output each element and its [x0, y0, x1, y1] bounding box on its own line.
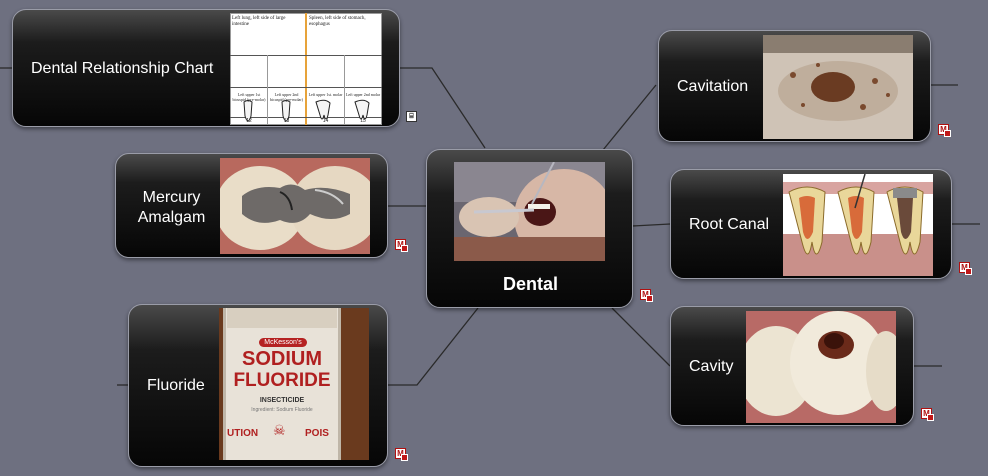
- tooth-name-12: Left upper 1st bicuspid (pre-molar): [232, 92, 266, 102]
- tooth-name-13: Left upper 2nd bicuspid (pre-molar): [270, 92, 303, 102]
- topic-label: Dental Relationship Chart: [31, 60, 214, 77]
- topic-cavity[interactable]: Cavity: [670, 306, 914, 426]
- topic-label: Mercury Amalgam: [137, 189, 206, 226]
- amalgam-filling-image: [220, 158, 370, 254]
- topic-mercury-amalgam[interactable]: Mercury Amalgam: [115, 153, 388, 258]
- can-sub: INSECTICIDE: [259, 397, 305, 404]
- can-warn-right: POIS: [305, 428, 329, 439]
- mindmap-file-icon[interactable]: M: [959, 262, 972, 275]
- topic-label: Fluoride: [147, 377, 205, 394]
- teeth-drawings: [243, 99, 370, 122]
- dentist-exam-image: [454, 162, 605, 261]
- central-topic-label: Dental: [502, 274, 558, 294]
- connector-central-chart: [400, 67, 486, 149]
- topic-dental-relationship-chart[interactable]: Dental Relationship Chart Left lung, lef…: [12, 9, 400, 127]
- tooth-name-15: Left upper 2nd molar: [345, 92, 381, 97]
- mindmap-file-icon[interactable]: M: [640, 289, 653, 302]
- can-brand: McKesson's: [259, 338, 307, 347]
- connector-central-rootcanal: [631, 223, 671, 227]
- calculator-icon[interactable]: ⌸: [406, 111, 417, 122]
- mindmap-file-icon[interactable]: M: [938, 124, 951, 137]
- cavitation-bone-image: [763, 35, 913, 139]
- can-small: Ingredient: Sodium Fluoride: [251, 407, 313, 413]
- connector-central-cavitation: [602, 84, 657, 151]
- skull-icon: ☠: [273, 422, 286, 438]
- mindmap-file-icon[interactable]: M: [395, 448, 408, 461]
- tooth-name-14: Left upper 1st. molar: [308, 92, 343, 97]
- topic-label: Root Canal: [689, 216, 770, 233]
- dental-chart-image: Left lung, left side of large intestine …: [230, 13, 382, 125]
- mindmap-file-icon[interactable]: M: [921, 408, 934, 421]
- can-line1: SODIUM: [242, 348, 322, 370]
- topic-label: Cavitation: [677, 78, 749, 95]
- tooth-number-15: 15: [360, 118, 366, 124]
- root-canal-diagram-image: [783, 174, 933, 276]
- can-line2: FLUORIDE: [233, 370, 331, 391]
- topic-fluoride[interactable]: Fluoride McKesson's SODIUM FLUORIDE INSE…: [128, 304, 388, 467]
- topic-label: Cavity: [689, 358, 734, 375]
- central-topic[interactable]: Dental: [426, 149, 633, 308]
- tooth-number-13: 13: [283, 118, 290, 124]
- tooth-number-14: 14: [322, 118, 329, 124]
- topic-cavitation[interactable]: Cavitation: [658, 30, 931, 142]
- can-warn-left: UTION: [227, 428, 259, 439]
- chart-header-1: Left lung, left side of large intestine: [232, 16, 286, 27]
- cavity-tooth-image: [746, 311, 896, 423]
- topic-root-canal[interactable]: Root Canal: [670, 169, 952, 279]
- connector-central-fluoride: [388, 307, 479, 386]
- tooth-number-12: 12: [246, 118, 252, 124]
- sodium-fluoride-can-image: McKesson's SODIUM FLUORIDE INSECTICIDE I…: [219, 308, 369, 460]
- connector-central-cavity: [611, 307, 671, 367]
- mindmap-file-icon[interactable]: M: [395, 239, 408, 252]
- chart-header-2: Spleen, left side of stomach, esophagus: [309, 16, 366, 27]
